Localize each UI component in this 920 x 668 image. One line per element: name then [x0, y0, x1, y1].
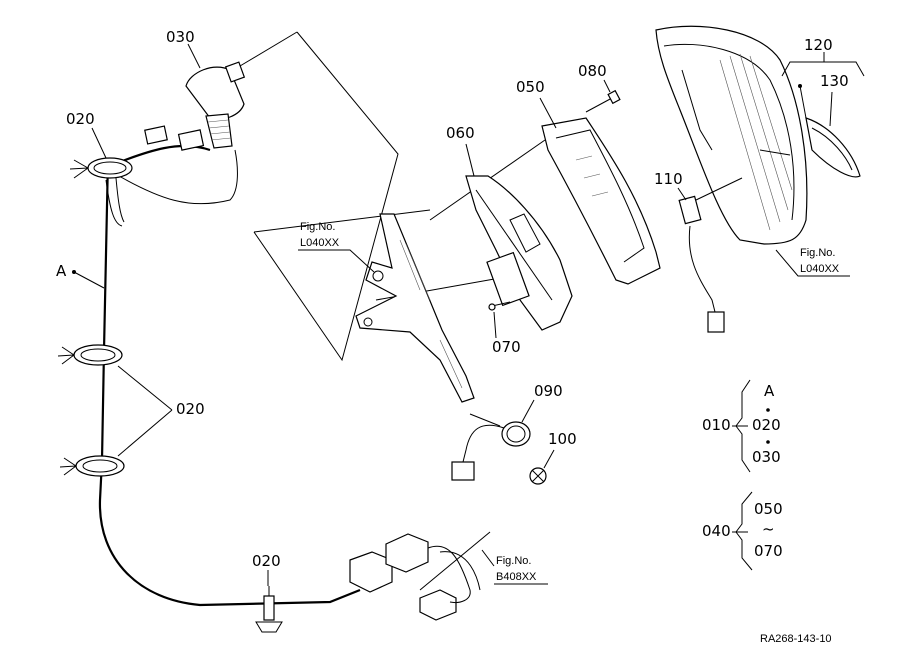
clamp-low — [59, 455, 125, 477]
clamp-top — [69, 157, 133, 179]
legend-040-item-tilde: ~ — [762, 520, 775, 538]
screw-070 — [488, 301, 511, 311]
clamp-bottom — [255, 586, 283, 633]
figref-bottom-1: Fig.No. — [496, 555, 531, 567]
legend-010: 010 A 020 030 — [702, 379, 781, 473]
meter-panel — [655, 25, 808, 245]
screw-080 — [585, 89, 621, 113]
label-070: 070 — [492, 338, 521, 356]
bulb-100 — [529, 467, 547, 485]
label-090: 090 — [534, 382, 563, 400]
label-020-top: 020 — [66, 110, 95, 128]
legend-040-item-070: 070 — [754, 542, 783, 560]
bracket-120 — [781, 52, 865, 88]
label-030: 030 — [166, 28, 195, 46]
legend-010-item-030: 030 — [752, 448, 781, 466]
label-060: 060 — [446, 124, 475, 142]
label-080: 080 — [578, 62, 607, 80]
legend-040-item-050: 050 — [754, 500, 783, 518]
legend-010-item-a: A — [764, 382, 775, 400]
clamp-mid — [57, 344, 123, 366]
label-100: 100 — [548, 430, 577, 448]
cover-050 — [541, 117, 661, 285]
harness-a — [98, 144, 361, 607]
label-120: 120 — [804, 36, 833, 54]
figref-right-2: L040XX — [800, 263, 840, 275]
label-020-bot: 020 — [252, 552, 281, 570]
legend-040-parent: 040 — [702, 522, 731, 540]
legend-010-item-020: 020 — [752, 416, 781, 434]
label-020-mid: 020 — [176, 400, 205, 418]
bottom-connectors — [349, 531, 491, 621]
label-050: 050 — [516, 78, 545, 96]
connector-top — [144, 125, 205, 151]
figref-right-1: Fig.No. — [800, 247, 835, 259]
lamp-090 — [451, 413, 531, 481]
label-a: A — [56, 262, 67, 280]
legend-010-parent: 010 — [702, 416, 731, 434]
bracket — [355, 213, 475, 403]
figref-left-2: L040XX — [300, 237, 340, 249]
sensor-030 — [185, 61, 246, 149]
housing-060 — [465, 175, 573, 331]
socket-110 — [678, 177, 743, 333]
drawing-code: RA268-143-10 — [760, 633, 832, 645]
lens-130 — [799, 85, 861, 178]
figref-left-1: Fig.No. — [300, 221, 335, 233]
label-110: 110 — [654, 170, 683, 188]
legend-040: 040 050 ~ 070 — [702, 491, 783, 571]
figref-bottom-2: B408XX — [496, 571, 537, 583]
label-130: 130 — [820, 72, 849, 90]
